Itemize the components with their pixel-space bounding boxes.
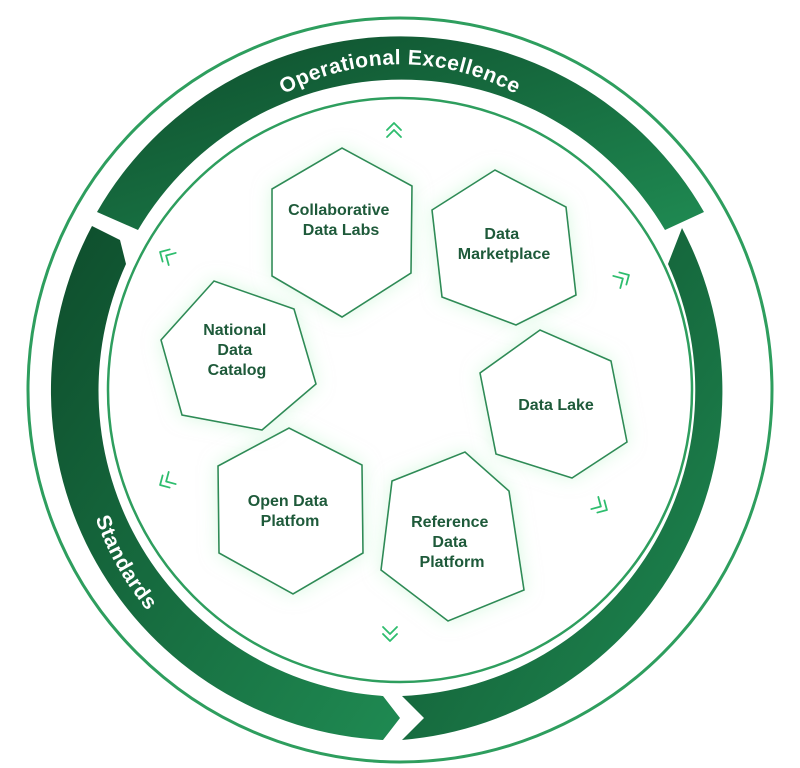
hex-data-marketplace[interactable]: Data Marketplace	[431, 169, 577, 326]
arc-operations-and-policies	[402, 228, 723, 740]
outer-ring	[26, 16, 774, 764]
double-chevron-icon	[159, 471, 177, 489]
hex-label-line: Catalog	[208, 362, 267, 379]
svg-text:National Data: National Data Catalog	[203, 322, 271, 379]
hex-label-line: Open Data	[248, 493, 328, 510]
hex-label-line: Data Labs	[303, 222, 380, 239]
hex-label-line: Data Lake	[518, 397, 594, 414]
hex-national-data-catalog[interactable]: National Data Catalog	[160, 280, 317, 431]
hex-label-line: Reference	[411, 514, 488, 531]
hex-reference-data-platform[interactable]: Reference Data Platform	[380, 451, 525, 622]
hex-data-lake[interactable]: Data Lake	[479, 329, 628, 479]
svg-text:Data Lake: Data Lake	[518, 397, 594, 414]
hex-label-line: Platform	[420, 554, 485, 571]
hex-collaborative-data-labs[interactable]: Collaborative Data Labs	[271, 147, 413, 318]
arc-standards	[50, 226, 401, 740]
hex-label-line: Collaborative	[288, 202, 389, 219]
double-chevron-icon	[386, 122, 402, 138]
double-chevron-icon	[382, 626, 398, 642]
hex-label-line: Marketplace	[458, 246, 551, 263]
module-hexagons: Collaborative Data Labs Data Marketplace…	[160, 147, 628, 622]
svg-text:Data Marketplace: Data Marketplace	[458, 226, 551, 263]
hex-label-line: National	[203, 322, 266, 339]
svg-text:Open Data Platfom: Open Data Platfom	[248, 493, 332, 530]
hex-label-line: Data	[217, 342, 252, 359]
inner-ring	[106, 96, 694, 684]
double-chevron-icon	[159, 248, 177, 266]
double-chevron-icon	[612, 271, 630, 289]
hex-label-line: Data	[484, 226, 519, 243]
hex-open-data-platform[interactable]: Open Data Platfom	[217, 427, 364, 595]
svg-text:Collaborative Data L: Collaborative Data Labs	[288, 202, 394, 239]
double-chevron-icon	[590, 496, 608, 514]
arc-operational-excellence	[97, 36, 704, 230]
hex-label-line: Data	[432, 534, 467, 551]
svg-text:Reference Data: Reference Data Platform	[411, 514, 493, 571]
hex-label-line: Platfom	[261, 513, 320, 530]
